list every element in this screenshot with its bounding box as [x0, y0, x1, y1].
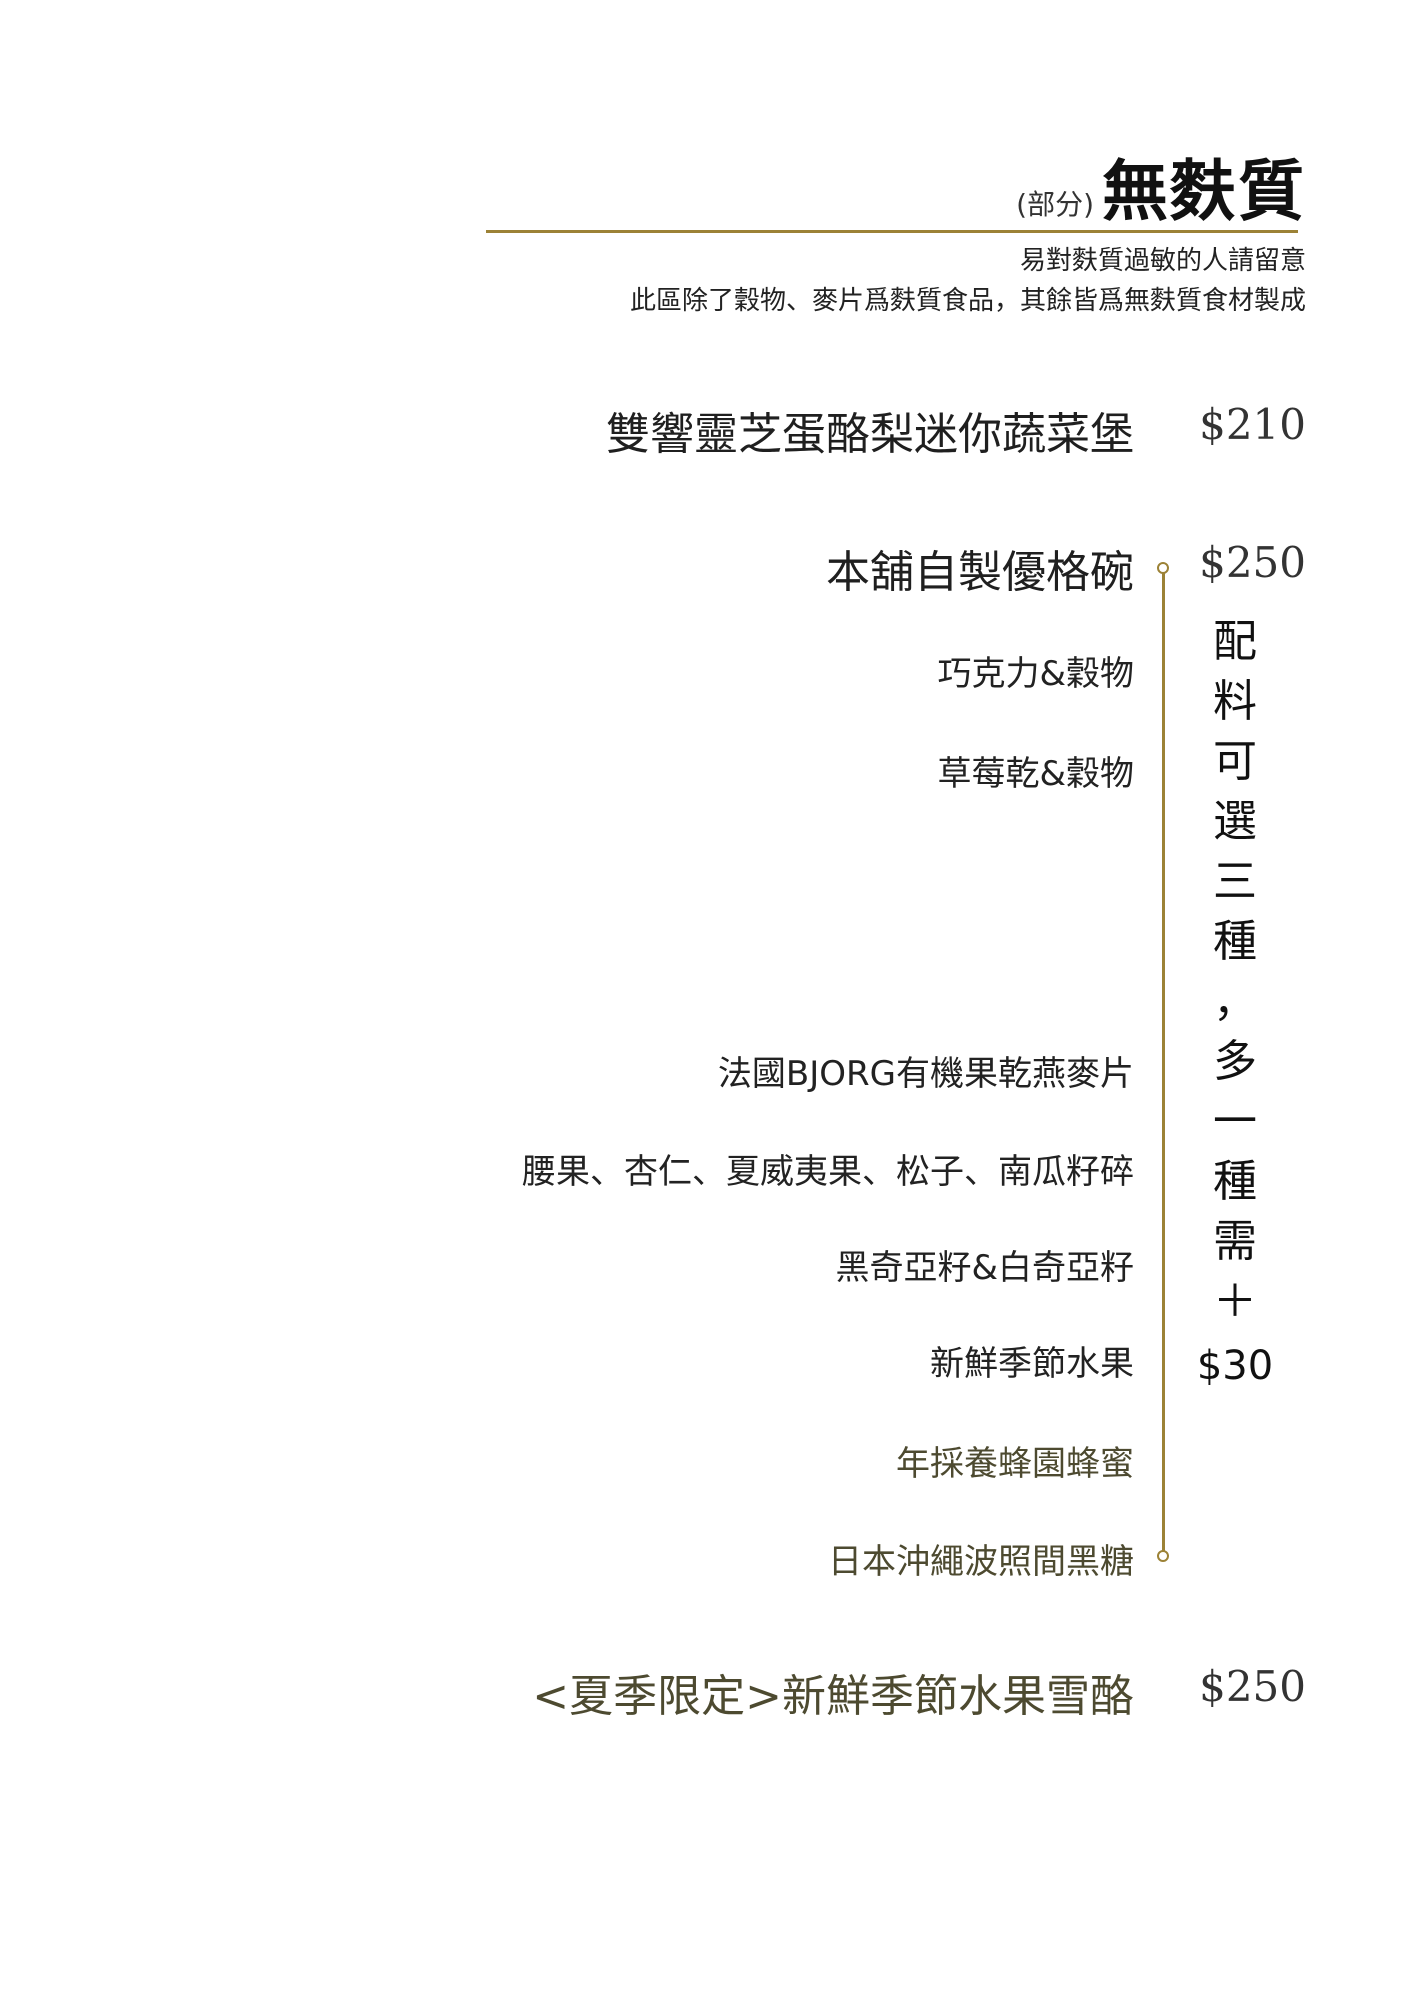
allergy-note-line1: 易對麩質過敏的人請留意: [1019, 246, 1306, 276]
page-title: 無麩質: [1102, 153, 1306, 230]
note-char: 可: [1213, 736, 1257, 787]
note-char: 種: [1213, 1156, 1257, 1207]
header-prefix: (部分): [1016, 188, 1094, 221]
topping-item: 法國BJORG有機果乾燕麥片: [717, 1054, 1134, 1094]
note-char: ＋: [1213, 1276, 1257, 1327]
toppings-vertical-note: 配 料 可 選 三 種 ， 多 一 種 需 ＋ $30: [1190, 612, 1280, 1396]
menu-item-name: 本舖自製優格碗: [826, 547, 1134, 598]
toppings-bracket-line: [1162, 572, 1165, 1554]
note-char: 選: [1213, 796, 1257, 847]
menu-item-price: $250: [1199, 1662, 1306, 1711]
note-char: 種: [1213, 916, 1257, 967]
bracket-top-dot: [1157, 562, 1169, 574]
note-char: ，: [1213, 976, 1257, 1027]
bracket-bottom-dot: [1157, 1550, 1169, 1562]
topping-item: 日本沖繩波照間黑糖: [828, 1542, 1134, 1582]
topping-item: 草莓乾&穀物: [937, 754, 1134, 794]
note-char: 三: [1213, 856, 1257, 907]
menu-item-name: <夏季限定>新鮮季節水果雪酪: [532, 1671, 1134, 1722]
note-char: 料: [1213, 676, 1257, 727]
topping-item: 巧克力&穀物: [937, 654, 1134, 694]
menu-item-name: 雙響靈芝蛋酪梨迷你蔬菜堡: [606, 409, 1134, 460]
note-char: 多: [1213, 1036, 1257, 1087]
topping-item: 年採養蜂園蜂蜜: [896, 1444, 1134, 1484]
section-header: (部分) 無麩質: [1016, 138, 1306, 234]
topping-item: 新鮮季節水果: [930, 1344, 1134, 1384]
menu-item-price: $210: [1199, 400, 1306, 449]
allergy-note-line2: 此區除了穀物、麥片爲麩質食品，其餘皆爲無麩質食材製成: [629, 286, 1306, 316]
menu-item-price: $250: [1199, 538, 1306, 587]
topping-item: 腰果、杏仁、夏威夷果、松子、南瓜籽碎: [522, 1152, 1134, 1192]
note-char: 一: [1213, 1096, 1257, 1147]
note-extra-price: $30: [1196, 1343, 1274, 1389]
note-char: 需: [1213, 1216, 1257, 1267]
header-divider: [486, 230, 1298, 233]
note-char: 配: [1213, 616, 1257, 667]
topping-item: 黑奇亞籽&白奇亞籽: [835, 1248, 1134, 1288]
